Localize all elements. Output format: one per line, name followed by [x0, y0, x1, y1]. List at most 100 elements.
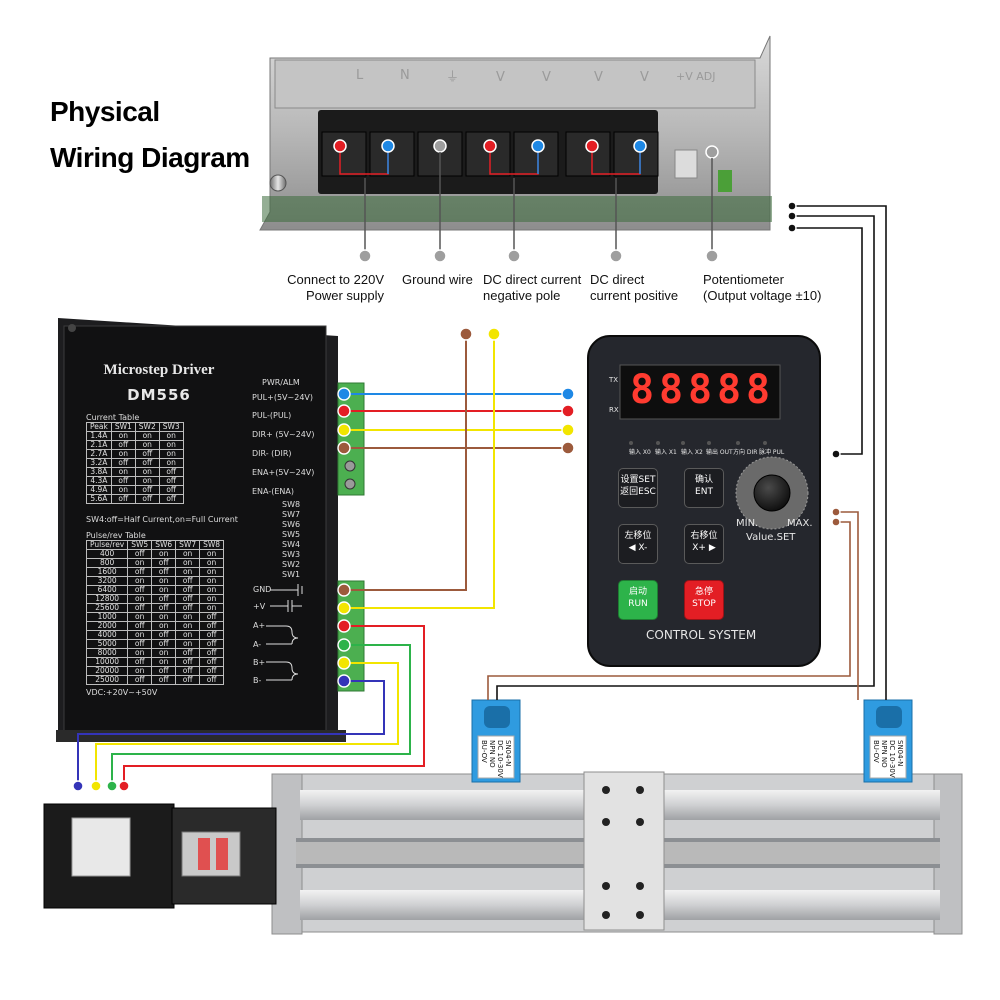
callout-negative-line2: negative pole: [483, 288, 561, 303]
driver-pin-symbols: [266, 584, 303, 681]
wire-sensor-black-1: [792, 205, 887, 700]
sensor-right-text: SN04-N DC 10-30V NPN NO BU-OV: [872, 740, 904, 778]
pin-dir-plus: DIR+ (5V~24V): [252, 430, 315, 439]
indicator-x0: 输入 X0: [629, 449, 651, 456]
indicator-out: 输出 OUT: [706, 449, 733, 456]
sensor-left-spec3: BU-OV: [480, 740, 488, 763]
stepper-motor: [43, 803, 277, 909]
pin-ena-minus: ENA-(ENA): [252, 487, 294, 496]
psu-terminal-pos1: [585, 139, 599, 153]
knob-min-label: MIN.: [736, 518, 759, 529]
sw5-label: SW5: [282, 530, 301, 539]
signal-wires: [344, 334, 566, 609]
callout-potentiometer-line2: (Output voltage ±10): [703, 288, 822, 303]
current-table-cell: 5.6A: [86, 494, 112, 504]
psu-label-adj: +V ADJ: [676, 70, 716, 83]
ent-line1: 确认: [694, 475, 713, 485]
sw1-label: SW1: [282, 570, 301, 579]
ent-line2: ENT: [695, 487, 713, 497]
indicator-x2: 输入 X2: [681, 449, 703, 456]
pulse-table-cell: off: [151, 675, 177, 685]
run-line2: RUN: [628, 599, 648, 609]
driver-title: Microstep Driver: [103, 362, 215, 378]
current-table-cell: off: [110, 494, 136, 504]
wire-gnd: [344, 334, 467, 591]
pin-pul-plus: PUL+(5V~24V): [252, 393, 313, 402]
run-button[interactable]: 启动 RUN: [618, 580, 658, 620]
current-table-cell: off: [158, 494, 184, 504]
knob-max-label: MAX.: [787, 518, 813, 529]
display-digit-4: 8: [717, 367, 742, 413]
pin-pwr-alm: PWR/ALM: [262, 378, 300, 387]
callout-positive: DC direct current positive: [590, 272, 678, 304]
display-digit-2: 8: [659, 367, 684, 413]
right-shift-line1: 右移位: [690, 531, 718, 541]
current-table-title: Current Table: [86, 413, 140, 422]
right-shift-line2: X+ ▶: [692, 543, 716, 553]
callout-positive-line1: DC direct: [590, 272, 645, 287]
left-shift-line1: 左移位: [624, 531, 652, 541]
pin-b-minus: B-: [253, 676, 262, 685]
wire-end-dots: [72, 201, 841, 792]
psu-label-v2: V: [542, 70, 551, 85]
psu-potentiometer: [705, 145, 719, 159]
right-shift-button[interactable]: 右移位 X+ ▶: [684, 524, 724, 564]
sensor-left-spec2: NPN NO: [488, 740, 496, 768]
stop-line2: STOP: [692, 599, 716, 609]
psu-terminal-pos2: [633, 139, 647, 153]
pin-gnd: GND: [253, 585, 272, 594]
sensor-left-model: SN04-N: [504, 740, 512, 767]
callout-ground: Ground wire: [402, 272, 473, 288]
control-system-label: CONTROL SYSTEM: [646, 628, 757, 642]
callout-power: Connect to 220V Power supply: [284, 272, 384, 304]
pin-dir-minus: DIR- (DIR): [252, 449, 292, 458]
psu-terminal-neg1: [483, 139, 497, 153]
current-table-cell: off: [134, 494, 160, 504]
pin-a-minus: A-: [253, 640, 262, 649]
pin-pul-minus: PUL-(PUL): [252, 411, 292, 420]
indicator-pul: 脉冲 PUL: [759, 449, 785, 456]
proximity-sensor-left: [471, 699, 521, 783]
callout-negative: DC direct current negative pole: [483, 272, 581, 304]
psu-terminal-ground: [433, 139, 447, 153]
sw3-label: SW3: [282, 550, 301, 559]
stop-button[interactable]: 急停 STOP: [684, 580, 724, 620]
sensor-right-spec1: DC 10-30V: [888, 740, 896, 778]
callout-potentiometer: Potentiometer (Output voltage ±10): [703, 272, 821, 304]
power-supply: [259, 35, 772, 231]
driver-model: DM556: [127, 386, 191, 404]
pin-a-plus: A+: [253, 621, 266, 630]
psu-terminal-neg2: [531, 139, 545, 153]
pulse-table-cell: off: [199, 675, 225, 685]
sensor-left-spec1: DC 10-30V: [496, 740, 504, 778]
vdc-note: VDC:+20V~+50V: [86, 688, 158, 697]
sensor-left-text: SN04-N DC 10-30V NPN NO BU-OV: [480, 740, 512, 778]
left-shift-line2: ◀ X-: [628, 543, 648, 553]
set-esc-button[interactable]: 设置SET 返回ESC: [618, 468, 658, 508]
knob-label: Value.SET: [746, 532, 796, 543]
diagram-title-line1: Physical: [50, 96, 160, 127]
sw8-label: SW8: [282, 500, 301, 509]
callout-ground-line1: Ground wire: [402, 272, 473, 287]
callout-potentiometer-line1: Potentiometer: [703, 272, 784, 287]
left-shift-button[interactable]: 左移位 ◀ X-: [618, 524, 658, 564]
psu-terminal-N: [381, 139, 395, 153]
indicator-x1: 输入 X1: [655, 449, 677, 456]
pulse-table-cell: 25000: [85, 675, 129, 685]
sw2-label: SW2: [282, 560, 301, 569]
pulse-table-cell: off: [175, 675, 201, 685]
psu-label-v3: V: [594, 70, 603, 85]
ent-button[interactable]: 确认 ENT: [684, 468, 724, 508]
pin-ena-plus: ENA+(5V~24V): [252, 468, 315, 477]
psu-label-v4: V: [640, 70, 649, 85]
pin-b-plus: B+: [253, 658, 266, 667]
proximity-sensor-right: [863, 699, 913, 783]
pulse-table-cell: off: [127, 675, 153, 685]
wire-sensor-black-3: [792, 227, 863, 455]
